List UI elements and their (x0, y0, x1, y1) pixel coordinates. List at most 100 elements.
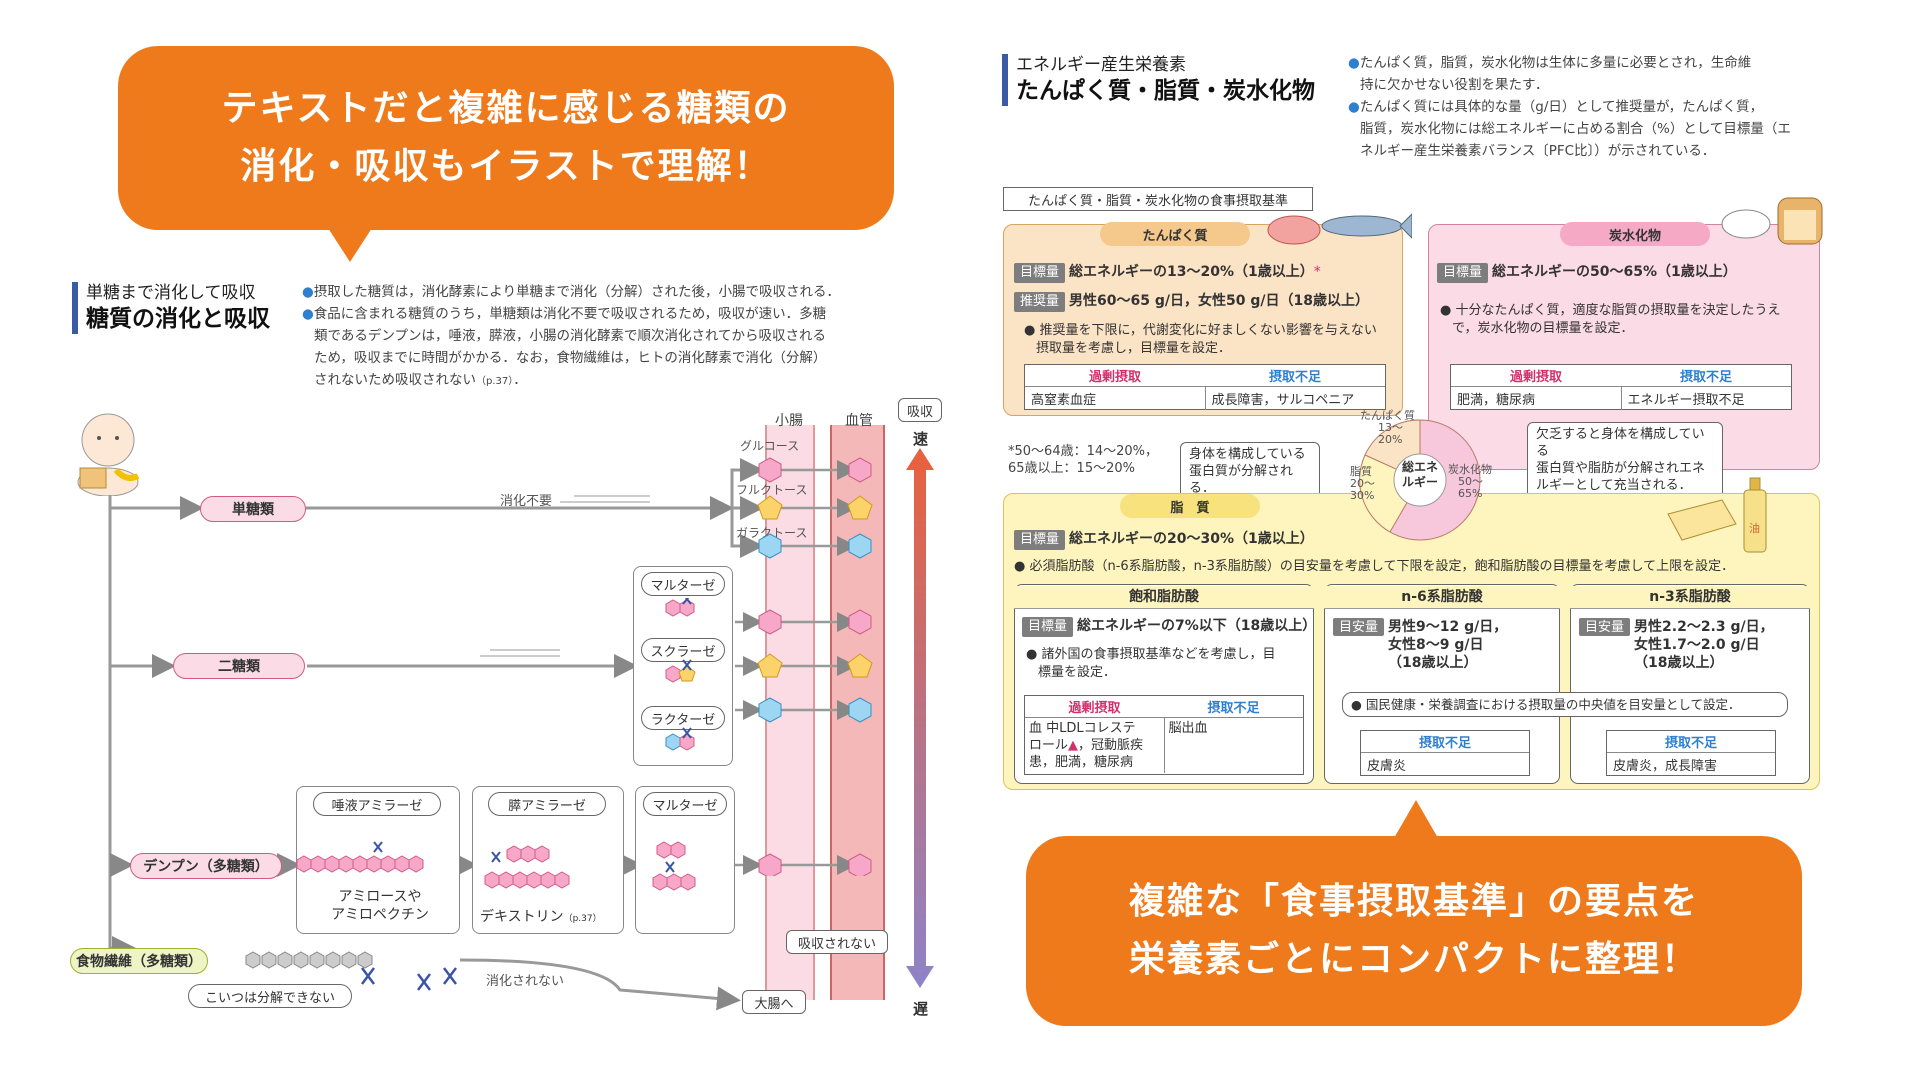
n6-under-head: 摂取不足 (1418, 736, 1471, 751)
not-digested-label: 消化されない (486, 974, 565, 989)
n3-head: n-3系脂肪酸 (1570, 586, 1810, 609)
saturated-note: ● 諸外国の食事摂取基準などを考慮し，目 標量を設定． (1026, 647, 1276, 680)
large-intestine-tag: 大腸へ (742, 990, 806, 1014)
carb-bubble-2: 蛋白質や脂肪が分解されエネ (1536, 461, 1706, 476)
slow-label: 遅 (913, 1000, 929, 1018)
protein-foot1: *50〜64歳：14〜20%， (1008, 444, 1159, 459)
shared-note: ● 国民健康・栄養調査における摂取量の中央値を目安量として設定． (1342, 692, 1788, 717)
sat-under-val: 脳出血 (1168, 721, 1208, 736)
pie-c3: 65% (1458, 487, 1483, 500)
carb-under-head: 摂取不足 (1679, 370, 1732, 385)
carb-bubble-1: 欠乏すると身体を構成している (1536, 427, 1705, 459)
right-subtitle: エネルギー産生栄養素 (1016, 55, 1186, 75)
saturated-head: 飽和脂肪酸 (1014, 586, 1314, 609)
right-bullet-2: ●たんぱく質には具体的な量（g/日）として推奨量が，たんぱく質， (1348, 99, 1764, 115)
callout-right-line1: 複雑な「食事摂取基準」の要点を (1128, 881, 1699, 922)
n3-table: 摂取不足 皮膚炎，成長障害 (1606, 730, 1776, 776)
speed-arrow (906, 448, 934, 988)
pie-carb-label: 炭水化物 50〜 65% (1448, 464, 1492, 500)
saturated-goal: 目標量総エネルギーの7%以下（18歳以上） (1022, 617, 1316, 637)
n3-under-head: 摂取不足 (1664, 736, 1717, 751)
sugar-icons (757, 457, 873, 876)
left-title: 糖質の消化と吸収 (86, 305, 270, 332)
pie-f1: 脂質 (1350, 465, 1372, 478)
n3-lbl: 目安量 (1579, 618, 1631, 636)
absorption-label: 吸収 (898, 398, 942, 422)
left-bullet-2: ●食品に含まれる糖質のうち，単糖類は消化不要で吸収されるため，吸収が速い．多糖 (302, 306, 827, 322)
callout-left: テキストだと複雑に感じる糖類の 消化・吸収もイラストで理解！ (118, 46, 894, 230)
protein-footnote: *50〜64歳：14〜20%， 65歳以上：15〜20% (1008, 443, 1158, 477)
monosaccharide-pill: 単糖類 (200, 496, 306, 522)
disaccharide-pill: 二糖類 (173, 653, 305, 679)
sat-over-val: 血 中LDLコレステロール▲，冠動脈疾患，肥満，糖尿病 (1025, 718, 1165, 773)
intake-standard-label: たんぱく質・脂質・炭水化物の食事摂取基準 (1003, 187, 1313, 211)
protein-bubble-2: 蛋白質が分解される． (1189, 464, 1294, 496)
fiber-pill: 食物繊維（多糖類） (70, 948, 208, 974)
sat-under-head: 摂取不足 (1207, 701, 1260, 716)
left-bullet-2c: ため，吸収までに時間がかかる．なお，食物繊維は，ヒトの消化酵素で消化（分解） (314, 350, 827, 366)
dextrin-text: デキストリン（p.37） (480, 909, 602, 925)
person-icon (77, 413, 140, 496)
disaccharide-icons (665, 598, 696, 751)
fiber-chain-icons (245, 951, 373, 969)
energy-pie (1359, 419, 1481, 541)
pie-center-2: ルギー (1401, 475, 1438, 489)
glucose-label: グルコース (740, 439, 800, 453)
protein-under-head: 摂取不足 (1268, 370, 1321, 385)
protein-foot2: 65歳以上：15〜20% (1008, 461, 1135, 476)
callout-right: 複雑な「食事摂取基準」の要点を 栄養素ごとにコンパクトに整理！ (1026, 836, 1802, 1026)
disaccharide-enzyme-box (633, 566, 733, 766)
fructose-label: フルクトース (736, 483, 808, 497)
no-digestion-label: 消化不要 (500, 494, 553, 509)
right-section-title: エネルギー産生栄養素 たんぱく質・脂質・炭水化物 (1002, 54, 1315, 106)
n6-lbl: 目安量 (1333, 618, 1385, 636)
pie-c1: 炭水化物 (1448, 463, 1492, 476)
left-bullet-2b: 類であるデンプンは，唾液，膵液，小腸の消化酵素で順次消化されてから吸収される (314, 328, 827, 344)
right-title: たんぱく質・脂質・炭水化物 (1016, 77, 1315, 104)
protein-head: たんぱく質 (1100, 222, 1250, 246)
carb-over-head: 過剰摂取 (1509, 370, 1562, 385)
protein-rec: 推奨量男性60〜65 g/日，女性50 g/日（18歳以上） (1014, 292, 1369, 312)
panc-amylase-tag: 膵アミラーゼ (488, 792, 606, 816)
left-bullet-2d: されないため吸収されない（p.37）． (314, 372, 527, 388)
maltase-tag: マルターゼ (641, 572, 725, 596)
protein-over-head: 過剰摂取 (1088, 370, 1141, 385)
protein-under-val: 成長障害，サルコペニア (1211, 393, 1355, 408)
not-absorbed-tag: 吸収されない (786, 930, 888, 954)
n3-lines: 男性2.2〜2.3 g/日，女性1.7〜2.0 g/日（18歳以上） (1634, 619, 1774, 671)
oil-butter-icon (1667, 477, 1767, 553)
protein-note: ● 推奨量を下限に，代謝変化に好ましくない影響を与えない 摂取量を考慮し，目標量… (1024, 323, 1377, 356)
maltase2-tag: マルターゼ (643, 792, 727, 816)
right-bullets: ●たんぱく質，脂質，炭水化物は生体に多量に必要とされ，生命維 持に欠かせない役割… (1348, 52, 1848, 162)
fat-note: ● 必須脂肪酸（n-6系脂肪酸，n-3系脂肪酸）の目安量を考慮して下限を設定，飽… (1014, 559, 1735, 574)
carb-note: ● 十分なたんぱく質，適度な脂質の摂取量を決定したうえ で，炭水化物の目標量を設… (1440, 303, 1781, 336)
amylose-line2: アミロペクチン (331, 907, 429, 923)
fat-goal: 目標量総エネルギーの20〜30%（1歳以上） (1014, 530, 1314, 550)
carb-over-val: 肥満，糖尿病 (1451, 387, 1622, 410)
left-bullet-1: ●摂取した糖質は，消化酵素により単糖まで消化（分解）された後，小腸で吸収される． (302, 284, 841, 300)
right-bullet-2b: 脂質，炭水化物には総エネルギーに占める割合（%）として目標量（エ (1360, 121, 1791, 137)
col-small-intestine: 小腸 (775, 413, 803, 429)
col-blood-vessel: 血管 (845, 413, 873, 429)
callout-left-line2: 消化・吸収もイラストで理解！ (240, 146, 772, 187)
n3-amount: 目安量 男性2.2〜2.3 g/日，女性1.7〜2.0 g/日（18歳以上） (1579, 618, 1774, 672)
carb-goal: 目標量総エネルギーの50〜65%（1歳以上） (1437, 263, 1737, 283)
pie-c2: 50〜 (1458, 475, 1483, 488)
n6-under-val: 皮膚炎 (1367, 759, 1407, 774)
protein-bubble-1: 身体を構成している (1189, 447, 1306, 462)
amylose-text: アミロースや アミロペクチン (300, 888, 460, 924)
pie-f2: 20〜 (1350, 477, 1375, 490)
carb-under-val: エネルギー摂取不足 (1627, 393, 1745, 408)
carb-bubble-3: ルギーとして充当される． (1536, 478, 1692, 493)
fat-head: 脂 質 (1120, 494, 1260, 518)
fast-label: 速 (913, 430, 929, 448)
n6-amount: 目安量 男性9〜12 g/日，女性8〜9 g/日（18歳以上） (1333, 618, 1507, 672)
galactose-label: ガラクトース (736, 526, 808, 540)
sat-over-head: 過剰摂取 (1068, 701, 1121, 716)
saliva-amylase-tag: 唾液アミラーゼ (313, 792, 441, 816)
starch-pill: デンプン（多糖類） (130, 853, 282, 879)
amylose-line1: アミロースや (338, 889, 422, 905)
carb-bubble: 欠乏すると身体を構成している 蛋白質や脂肪が分解されエネ ルギーとして充当される… (1527, 422, 1723, 498)
callout-right-tail (1394, 800, 1438, 838)
pie-protein-label: たんぱく質 13〜 20% (1360, 410, 1415, 446)
